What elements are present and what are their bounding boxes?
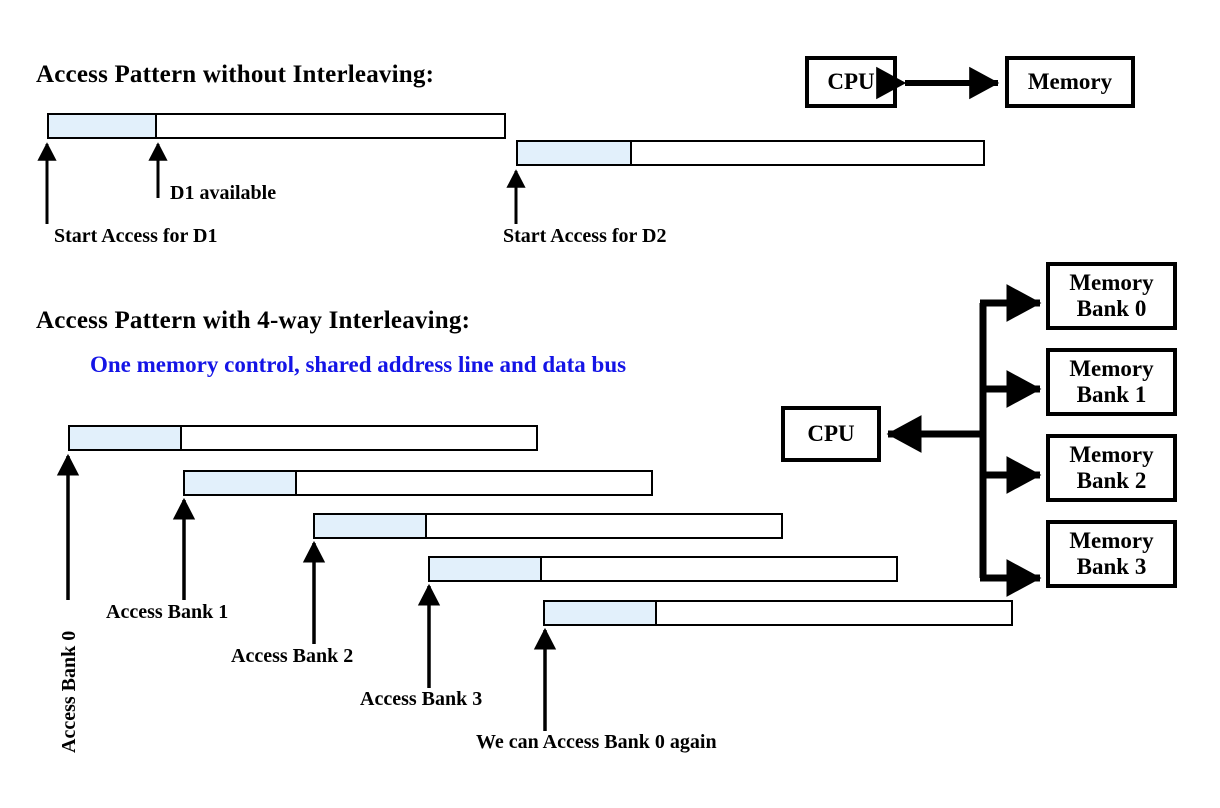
cpu-box-simple: CPU bbox=[805, 56, 897, 108]
timeline-bar-d2-fill bbox=[518, 142, 632, 164]
memory-box-simple-label: Memory bbox=[1027, 69, 1113, 95]
timeline-bar-bank0-fill bbox=[70, 427, 182, 449]
memory-bank-1-line2: Bank 1 bbox=[1076, 382, 1147, 407]
annotation-start-access-d2: Start Access for D2 bbox=[503, 225, 667, 247]
memory-bank-3-line2: Bank 3 bbox=[1076, 554, 1147, 579]
timeline-bar-d2 bbox=[516, 140, 985, 166]
cpu-box-interleaved-label: CPU bbox=[807, 421, 855, 447]
memory-bank-1-box: Memory Bank 1 bbox=[1046, 348, 1177, 416]
memory-box-simple: Memory bbox=[1005, 56, 1135, 108]
annotation-start-access-d1: Start Access for D1 bbox=[54, 225, 218, 247]
memory-bank-0-box: Memory Bank 0 bbox=[1046, 262, 1177, 330]
timeline-bar-bank0-again-fill bbox=[545, 602, 657, 624]
memory-bank-0-line2: Bank 0 bbox=[1076, 296, 1147, 321]
cpu-box-simple-label: CPU bbox=[827, 69, 875, 95]
timeline-bar-bank2 bbox=[313, 513, 783, 539]
heading-without-interleaving: Access Pattern without Interleaving: bbox=[36, 61, 435, 88]
annotation-access-bank-3: Access Bank 3 bbox=[360, 688, 483, 710]
memory-bank-1-line1: Memory bbox=[1069, 356, 1154, 382]
timeline-bar-bank3 bbox=[428, 556, 898, 582]
timeline-bar-d1 bbox=[47, 113, 506, 139]
timeline-bar-bank2-fill bbox=[315, 515, 427, 537]
timeline-bar-bank0 bbox=[68, 425, 538, 451]
memory-bank-3-line1: Memory bbox=[1069, 528, 1154, 554]
memory-bank-3-box: Memory Bank 3 bbox=[1046, 520, 1177, 588]
memory-bank-2-line2: Bank 2 bbox=[1076, 468, 1147, 493]
annotation-access-bank-0: Access Bank 0 bbox=[58, 630, 80, 753]
timeline-bar-bank0-again bbox=[543, 600, 1013, 626]
subheading-memory-control: One memory control, shared address line … bbox=[90, 352, 627, 377]
memory-bank-0-line1: Memory bbox=[1069, 270, 1154, 296]
timeline-bar-bank1-fill bbox=[185, 472, 297, 494]
annotation-access-bank-0-again: We can Access Bank 0 again bbox=[476, 731, 717, 753]
timeline-bar-bank3-fill bbox=[430, 558, 542, 580]
annotation-access-bank-1: Access Bank 1 bbox=[106, 601, 229, 623]
annotation-access-bank-2: Access Bank 2 bbox=[231, 645, 354, 667]
cpu-box-interleaved: CPU bbox=[781, 406, 881, 462]
timeline-bar-d1-fill bbox=[49, 115, 157, 137]
annotation-d1-available: D1 available bbox=[170, 182, 277, 204]
heading-with-interleaving: Access Pattern with 4-way Interleaving: bbox=[36, 307, 471, 334]
timeline-bar-bank1 bbox=[183, 470, 653, 496]
memory-bank-2-line1: Memory bbox=[1069, 442, 1154, 468]
memory-bank-2-box: Memory Bank 2 bbox=[1046, 434, 1177, 502]
